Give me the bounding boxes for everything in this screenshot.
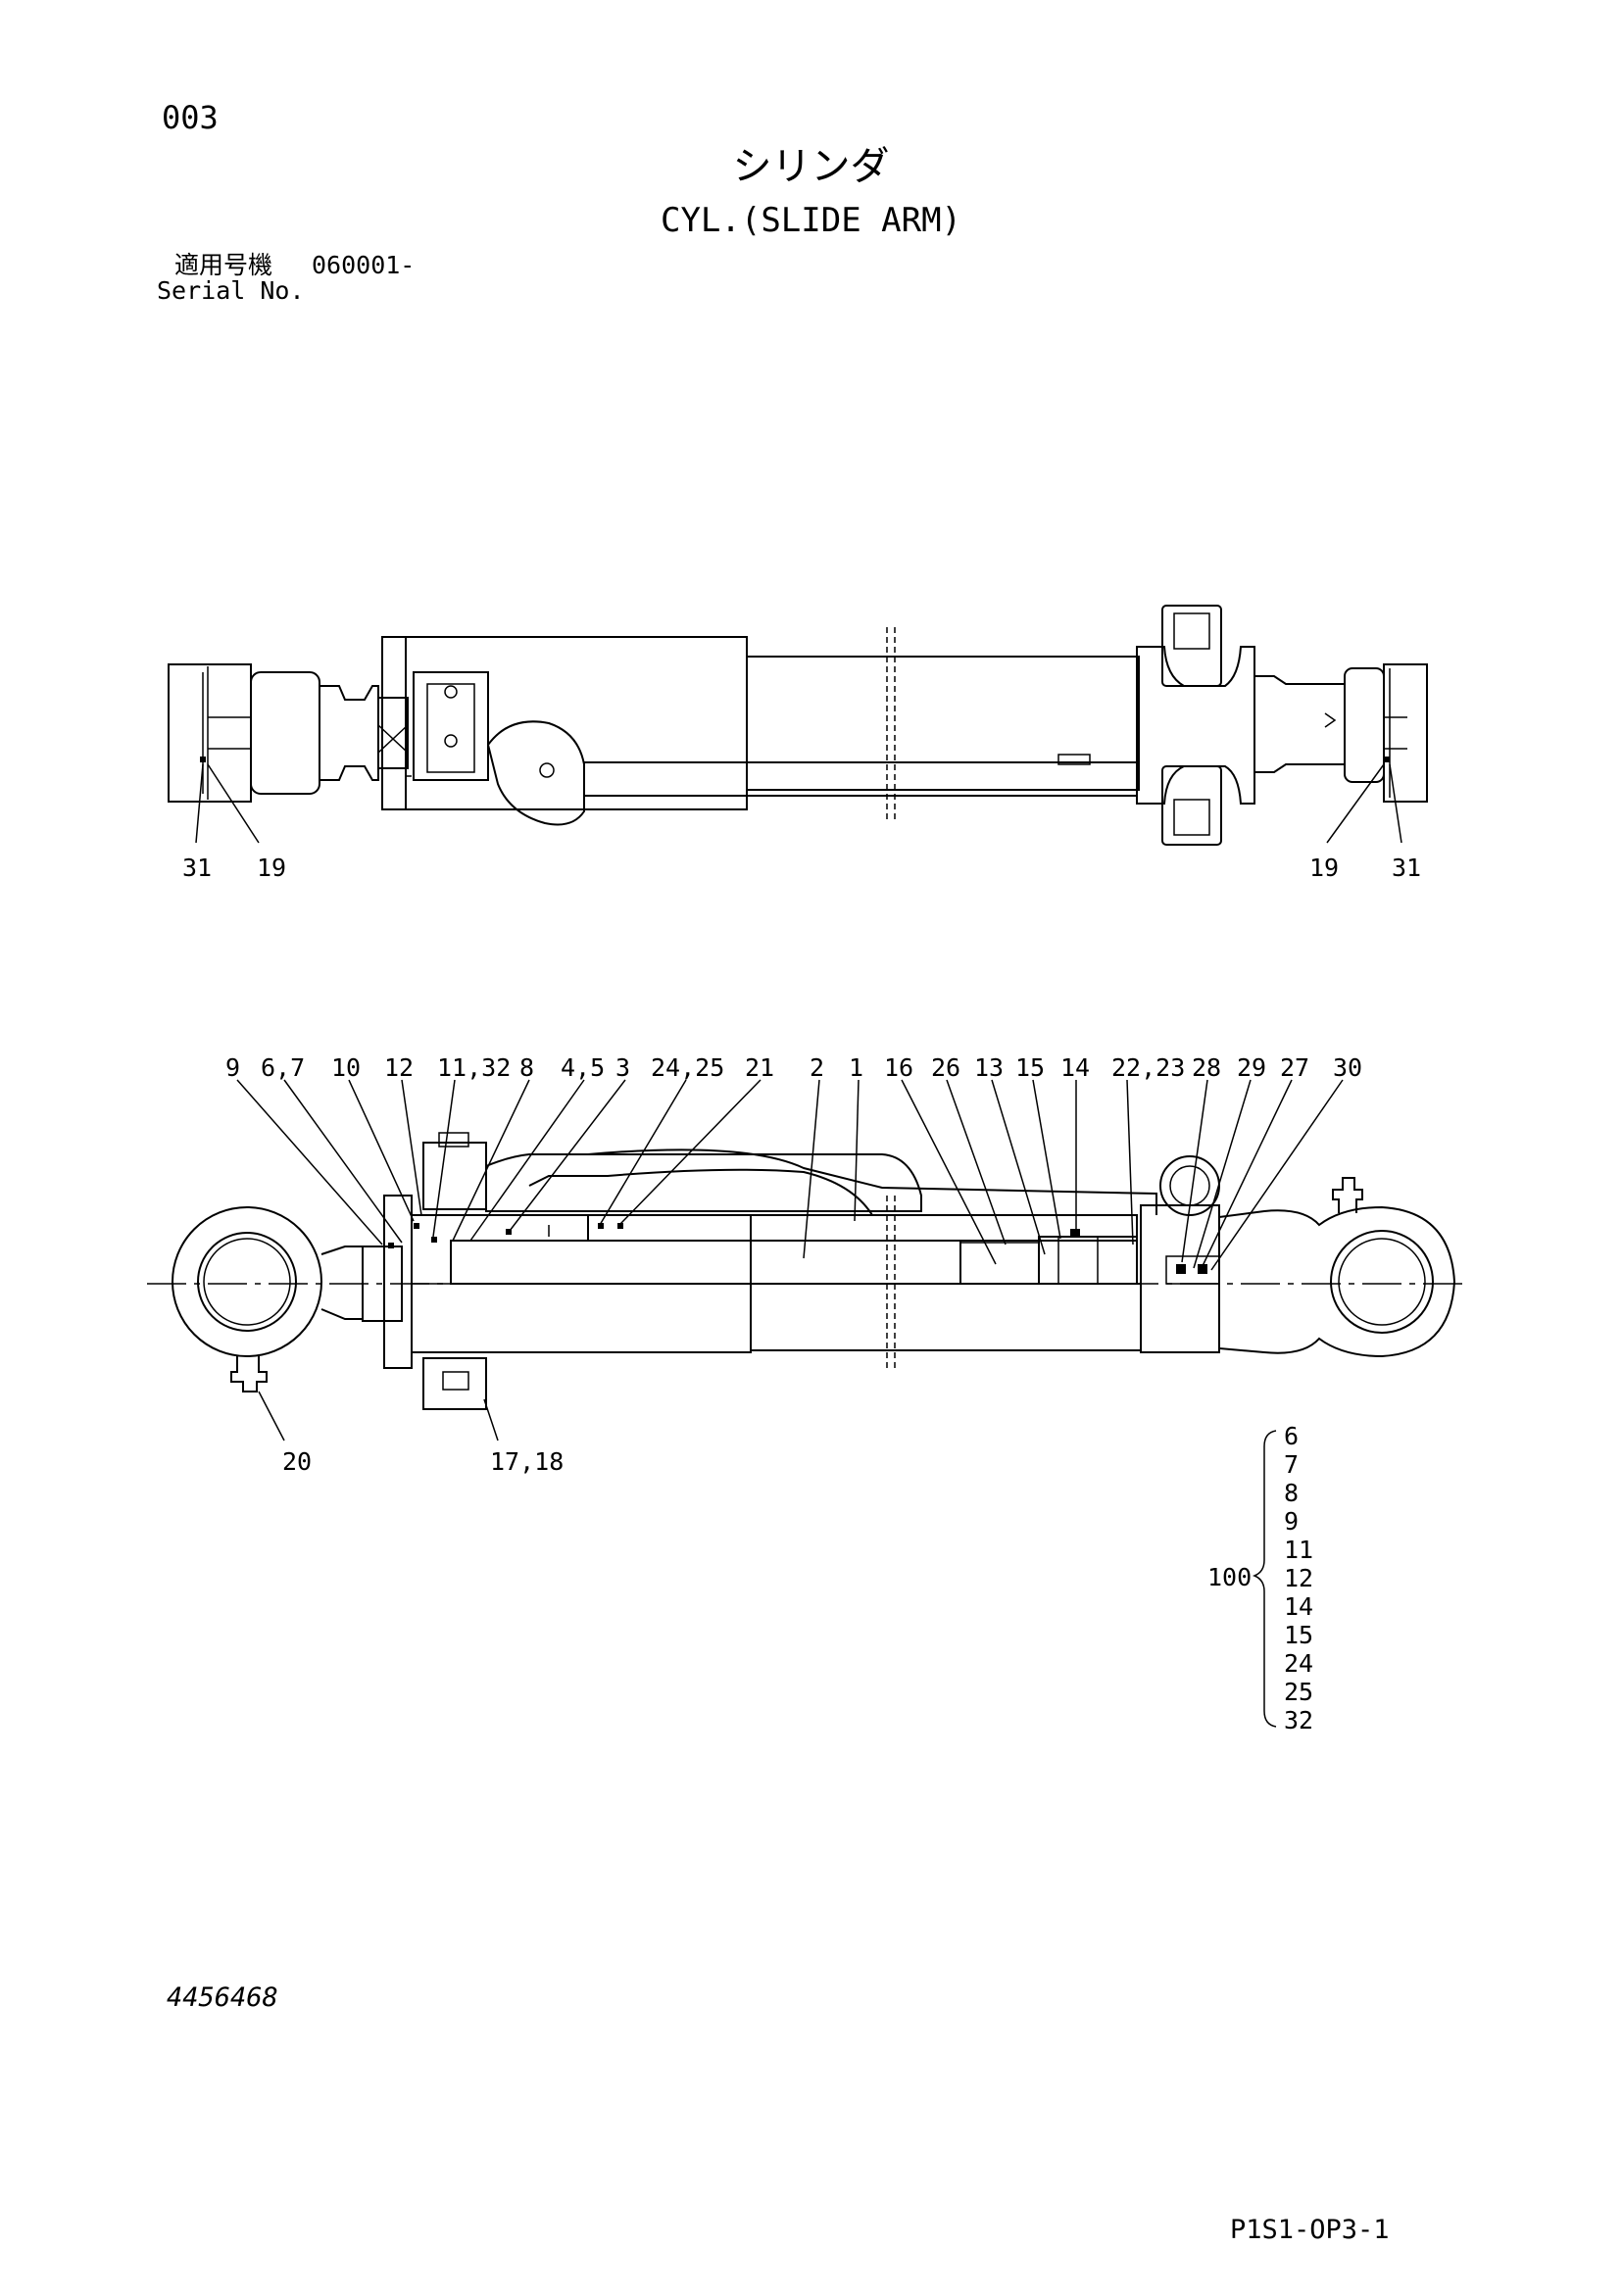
callout-15: 15	[1015, 1053, 1045, 1082]
rod-end-block	[1136, 646, 1255, 805]
drawing-number: 4456468	[167, 1982, 278, 2013]
left-eye-outer	[172, 1206, 322, 1357]
callout-19-right: 19	[1309, 854, 1339, 882]
right-eye	[1218, 1205, 1456, 1358]
kit-part-6: 6	[1284, 1422, 1299, 1450]
seal-kit-list: 100 6 7 8 9 11 12 14 15 24 25 32	[1207, 1422, 1313, 1734]
callout-11-32: 11,32	[437, 1053, 511, 1082]
cylinder-tube-lower	[750, 1283, 1142, 1351]
serial-label-english: Serial No.	[157, 276, 305, 305]
callout-30: 30	[1333, 1053, 1362, 1082]
callout-14: 14	[1060, 1053, 1090, 1082]
left-neck	[319, 685, 379, 781]
callout-4-5: 4,5	[561, 1053, 605, 1082]
port-block	[413, 671, 489, 781]
kit-label: 100	[1207, 1563, 1252, 1591]
callout-2: 2	[810, 1053, 824, 1082]
kit-part-14: 14	[1284, 1592, 1313, 1621]
cylinder-head	[405, 636, 748, 810]
callout-3: 3	[615, 1053, 630, 1082]
kit-part-11: 11	[1284, 1536, 1313, 1564]
callout-29: 29	[1237, 1053, 1266, 1082]
right-end-cap	[1383, 663, 1428, 803]
callout-8: 8	[519, 1053, 534, 1082]
port-block-top	[422, 1142, 487, 1210]
kit-part-8: 8	[1284, 1479, 1299, 1507]
kit-brace	[1252, 1430, 1277, 1728]
callout-16: 16	[884, 1053, 913, 1082]
callout-22-23: 22,23	[1111, 1053, 1185, 1082]
callout-31-right: 31	[1392, 854, 1421, 882]
sheet-code: P1S1-OP3-1	[1230, 2215, 1390, 2245]
callout-21: 21	[745, 1053, 774, 1082]
callout-9: 9	[225, 1053, 240, 1082]
piston	[1038, 1236, 1138, 1285]
ring-marker-left	[200, 757, 206, 762]
callout-24-25: 24,25	[651, 1053, 724, 1082]
title-english: CYL.(SLIDE ARM)	[660, 201, 962, 240]
title-japanese: シリンダ	[732, 144, 890, 189]
piston-rod	[450, 1240, 961, 1285]
section-leaders	[236, 1079, 1344, 1271]
top-view: 31 19 19 31	[168, 605, 1428, 882]
callout-1: 1	[849, 1053, 863, 1082]
callout-20: 20	[282, 1447, 312, 1476]
kit-part-9: 9	[1284, 1507, 1299, 1536]
callout-13: 13	[974, 1053, 1004, 1082]
section-view: 9 6,7 10 12 11,32 8 4,5 3 24,25 21 2 1 1…	[147, 1053, 1470, 1476]
elbow-fitting	[486, 720, 585, 826]
callout-6-7: 6,7	[261, 1053, 305, 1082]
kit-part-12: 12	[1284, 1564, 1313, 1592]
kit-part-25: 25	[1284, 1678, 1313, 1706]
callout-17-18: 17,18	[490, 1447, 564, 1476]
callout-10: 10	[331, 1053, 361, 1082]
kit-part-7: 7	[1284, 1450, 1299, 1479]
left-end-cap	[168, 663, 252, 803]
page-number: 003	[162, 99, 219, 136]
callout-28: 28	[1192, 1053, 1221, 1082]
section-top-callouts: 9 6,7 10 12 11,32 8 4,5 3 24,25 21 2 1 1…	[225, 1053, 1362, 1082]
callout-31-left: 31	[182, 854, 212, 882]
bottom-cap	[1140, 1204, 1220, 1353]
cylinder-tube	[746, 656, 1140, 791]
kit-part-32: 32	[1284, 1706, 1313, 1734]
serial-value: 060001-	[312, 251, 416, 279]
ring-marker-right	[1384, 757, 1390, 762]
callout-27: 27	[1280, 1053, 1309, 1082]
callout-19-left: 19	[257, 854, 286, 882]
callout-26: 26	[931, 1053, 960, 1082]
kit-part-24: 24	[1284, 1649, 1313, 1678]
serial-label-japanese: 適用号機	[174, 251, 273, 279]
kit-part-15: 15	[1284, 1621, 1313, 1649]
callout-12: 12	[384, 1053, 414, 1082]
